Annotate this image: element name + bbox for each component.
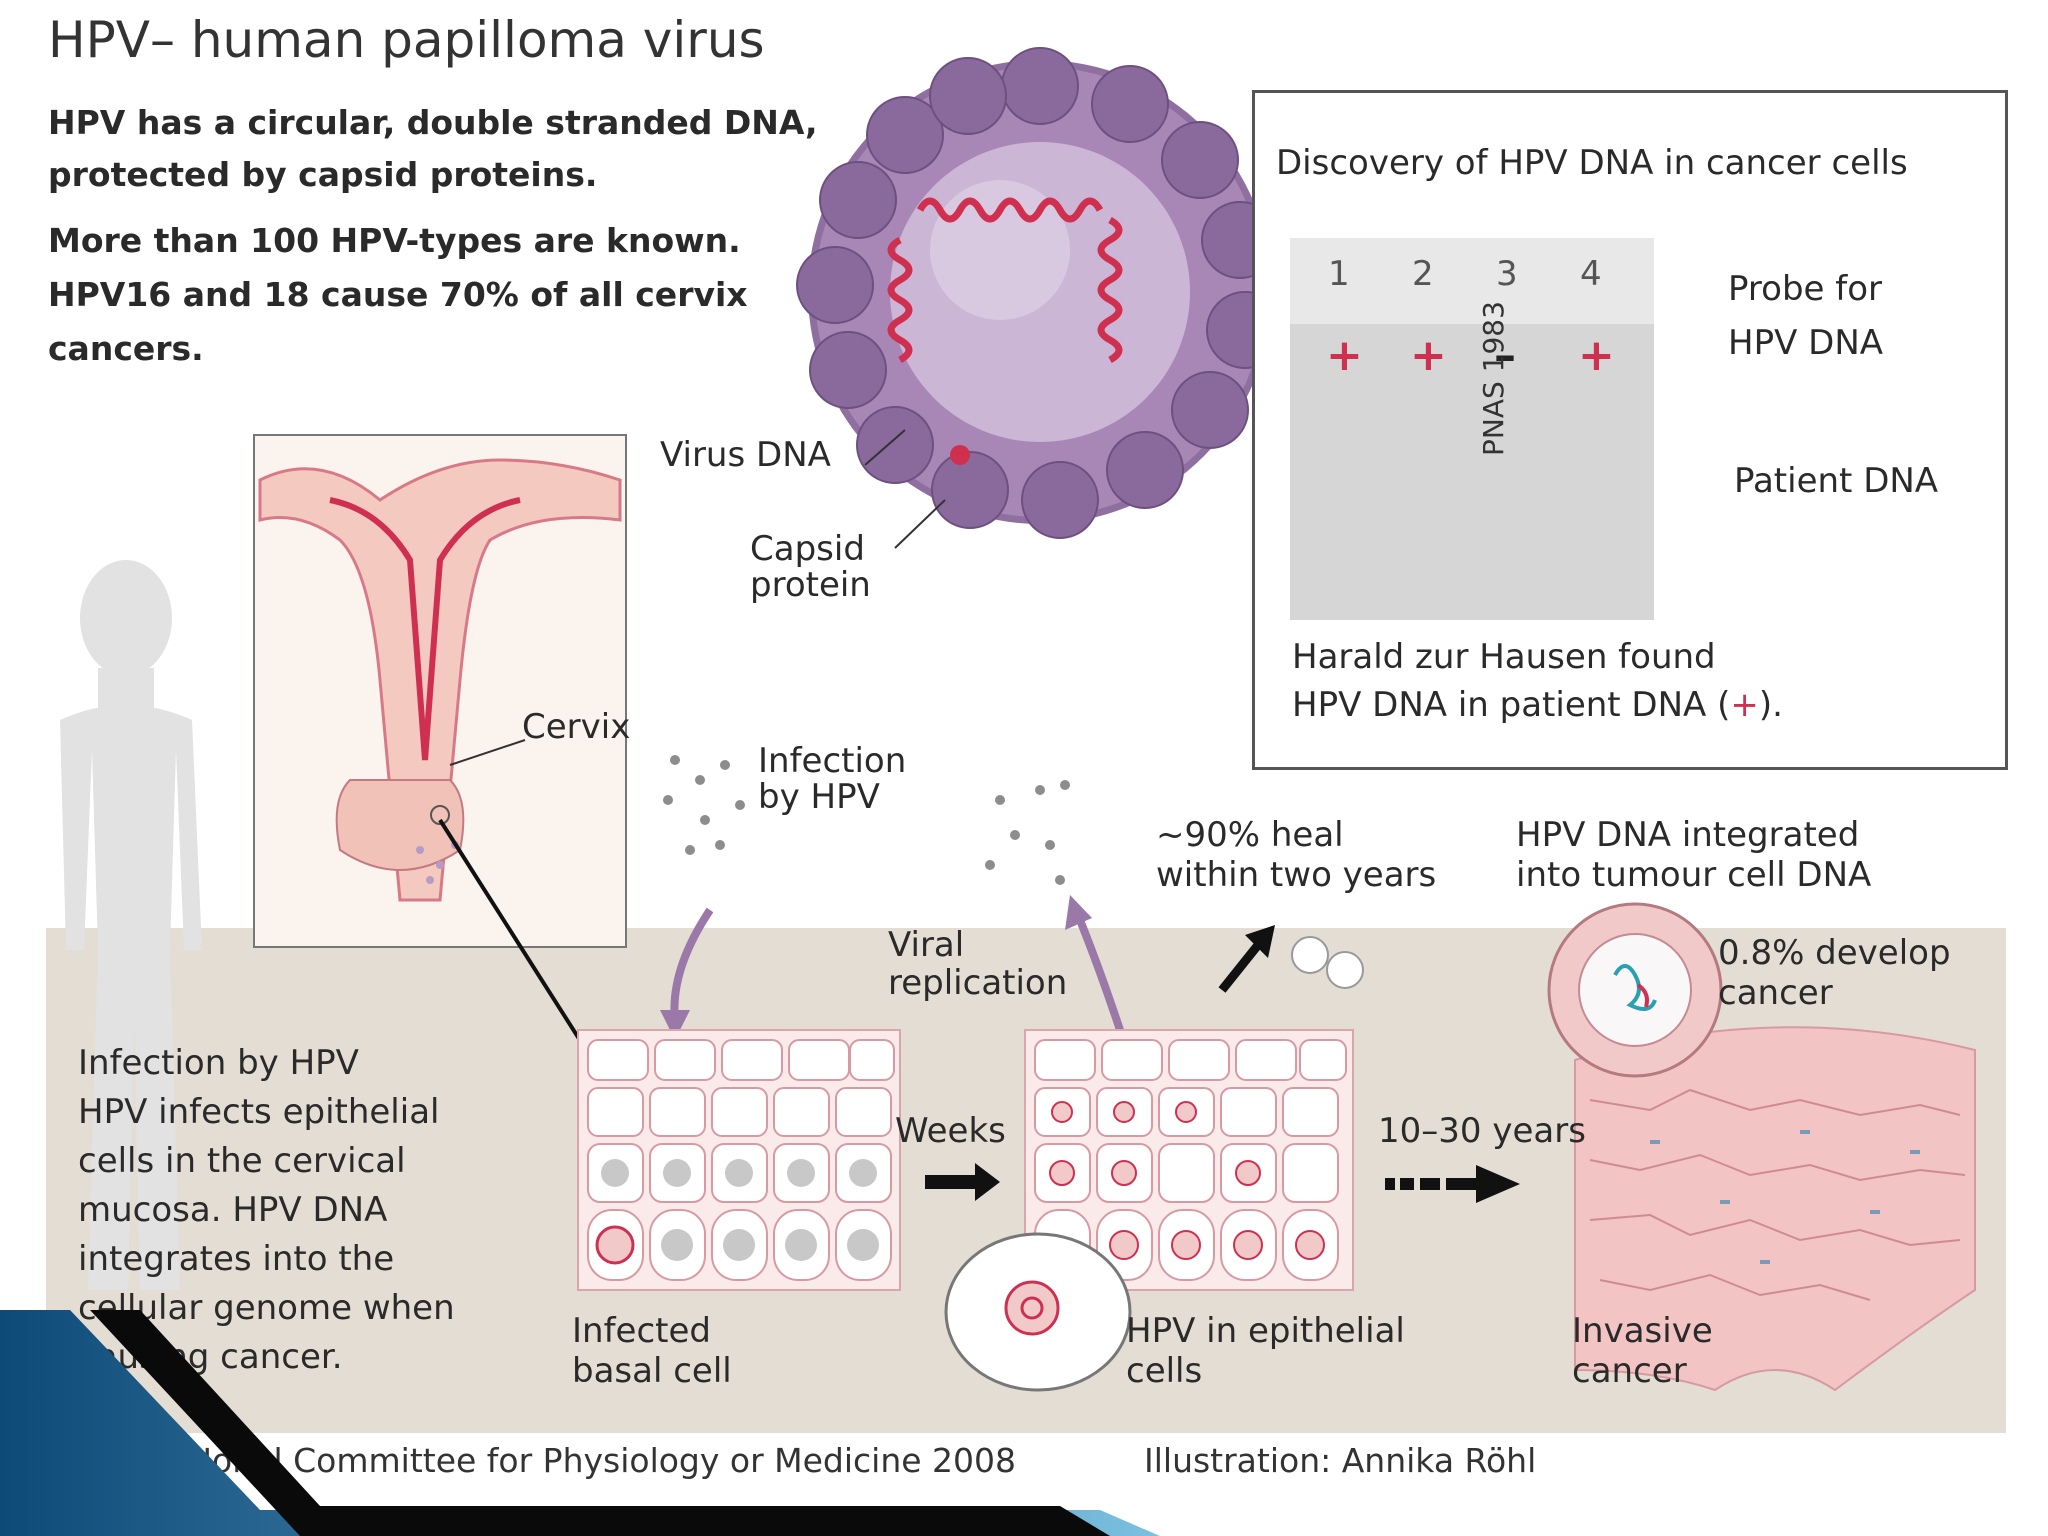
probe-label-line1: Probe for — [1728, 269, 1882, 309]
infected-label-line2: basal cell — [572, 1351, 732, 1391]
intro-line: cancers. — [48, 329, 204, 368]
gel-header — [1290, 238, 1654, 324]
infection-label-line2: by HPV — [758, 777, 880, 817]
intro-line: HPV has a circular, double stranded DNA, — [48, 103, 818, 142]
lane-label: 4 — [1580, 254, 1602, 294]
slide-decoration — [0, 1310, 1160, 1536]
lane-sign: – — [1494, 330, 1516, 381]
develop-label-line2: cancer — [1718, 973, 1833, 1013]
hpv-particles-icon — [663, 755, 1070, 885]
virus-particle-icon — [796, 47, 1284, 539]
page-title: HPV– human papilloma virus — [48, 11, 765, 69]
discovery-title: Discovery of HPV DNA in cancer cells — [1276, 143, 1908, 183]
lane-label: 3 — [1496, 254, 1518, 294]
intro-line: More than 100 HPV-types are known. — [48, 221, 741, 260]
citation-label: PNAS 1983 — [1477, 301, 1510, 456]
description-line: integrates into the — [78, 1239, 395, 1279]
enlarged-cell-icon — [944, 1232, 1132, 1392]
capsid-label-line2: protein — [750, 565, 871, 605]
invasive-label-line1: Invasive — [1572, 1311, 1713, 1351]
lane-sign: + — [1326, 330, 1363, 381]
patient-dna-label: Patient DNA — [1734, 461, 1939, 501]
develop-label-line1: 0.8% develop — [1718, 933, 1951, 973]
infected-label-line1: Infected — [572, 1311, 711, 1351]
discovery-caption-line2: HPV DNA in patient DNA (+). — [1292, 685, 1783, 725]
integrated-label-line1: HPV DNA integrated — [1516, 815, 1860, 855]
intro-line: HPV16 and 18 cause 70% of all cervix — [48, 275, 748, 314]
heal-label-line2: within two years — [1156, 855, 1437, 895]
illustration-credit: Illustration: Annika Röhl — [1144, 1441, 1537, 1480]
uterus-inset-icon — [253, 434, 627, 948]
woman-silhouette-icon — [60, 560, 202, 1290]
probe-label-line2: HPV DNA — [1728, 323, 1884, 363]
weeks-label: Weeks — [895, 1111, 1006, 1151]
invasive-label-line2: cancer — [1572, 1351, 1687, 1391]
description-line: cells in the cervical — [78, 1141, 406, 1181]
lane-label: 2 — [1412, 254, 1434, 294]
capsid-label-line1: Capsid — [750, 529, 865, 569]
epithelium-infected-icon — [577, 1029, 901, 1291]
description-line: mucosa. HPV DNA — [78, 1190, 388, 1230]
cervix-label: Cervix — [522, 707, 631, 747]
tumour-cell-icon — [1547, 902, 1723, 1078]
intro-line: protected by capsid proteins. — [48, 155, 598, 194]
infection-label-line1: Infection — [758, 741, 907, 781]
years-label: 10–30 years — [1378, 1111, 1586, 1151]
heal-label-line1: ~90% heal — [1156, 815, 1344, 855]
epithelial-label-line1: HPV in epithelial — [1126, 1311, 1405, 1351]
description-line: Infection by HPV — [78, 1043, 359, 1083]
lane-sign: + — [1410, 330, 1447, 381]
epithelial-label-line2: cells — [1126, 1351, 1203, 1391]
invasive-cancer-icon — [1574, 1026, 1976, 1392]
description-line: HPV infects epithelial — [78, 1092, 440, 1132]
lane-label: 1 — [1328, 254, 1350, 294]
virus-dna-label: Virus DNA — [660, 435, 831, 475]
viral-label-line1: Viral — [888, 925, 965, 965]
viral-label-line2: replication — [888, 963, 1068, 1003]
discovery-caption-line1: Harald zur Hausen found — [1292, 637, 1716, 677]
integrated-label-line2: into tumour cell DNA — [1516, 855, 1872, 895]
lane-sign: + — [1578, 330, 1615, 381]
